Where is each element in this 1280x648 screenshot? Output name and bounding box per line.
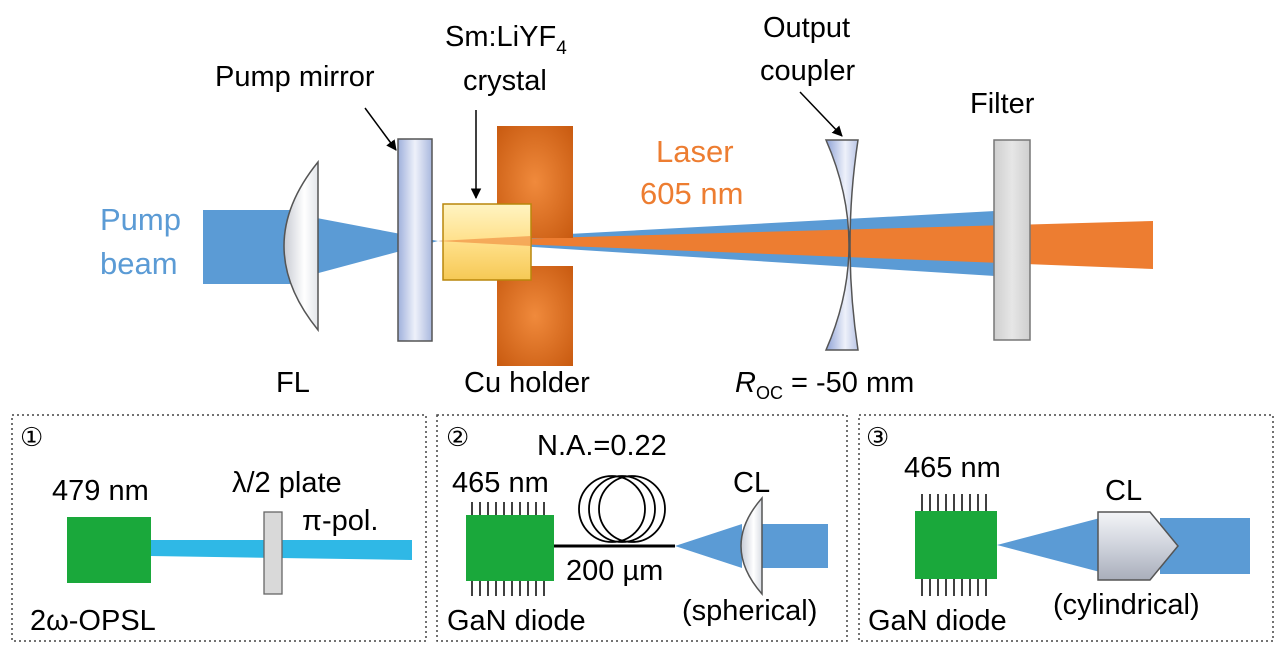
panel-2-frame [436, 414, 848, 642]
panel-3-output-cone [997, 518, 1100, 572]
cu-holder-bottom [497, 266, 573, 366]
panel-2-number: ② [446, 422, 469, 452]
roc-label: ROC = -50 mm [735, 367, 914, 403]
panel-1-source-label: 2ω-OPSL [30, 605, 156, 637]
panel-2-source-label: GaN diode [447, 605, 586, 637]
panel-1-wavelength: 479 nm [52, 475, 149, 507]
roc-symbol: R [735, 367, 756, 399]
pump-beam-label-line2: beam [100, 246, 178, 281]
panel-3-wavelength: 465 nm [904, 452, 1001, 484]
output-coupler [824, 139, 859, 351]
filter-label: Filter [970, 88, 1035, 120]
panel-1-frame [11, 414, 427, 642]
main-setup: Pump beam FL Pump mirror Sm:LiYF4 crysta… [100, 12, 1153, 403]
laser-beam [438, 221, 1153, 269]
focusing-lens [283, 159, 319, 333]
panel-3-number: ③ [866, 422, 889, 452]
panel-1-number: ① [20, 422, 43, 452]
pump-mirror [397, 138, 433, 342]
cu-holder-label: Cu holder [464, 367, 590, 399]
panel-2-fiber-label: 200 µm [566, 555, 663, 587]
pump-beam-label-line1: Pump [100, 202, 181, 237]
panel-1-opsl-source [67, 517, 151, 583]
panel-1-pol-label: π-pol. [302, 505, 378, 537]
panel-3-frame [858, 414, 1274, 642]
crystal-label-main: Sm:LiYF [445, 21, 556, 53]
pump-beam-focus-cone [285, 212, 438, 282]
panel-1-plate-label: λ/2 plate [232, 467, 342, 499]
crystal-label-line2: crystal [463, 65, 547, 97]
fl-label: FL [276, 367, 310, 399]
laser-label-line2: 605 nm [640, 176, 743, 211]
panel-3-source-label: GaN diode [868, 605, 1007, 637]
panel-2: ② N.A.=0.22 465 nm CL 20 [436, 414, 848, 642]
panel-1-half-wave-plate [263, 511, 283, 595]
roc-subscript: OC [756, 383, 783, 403]
panel-2-collimated-beam [752, 524, 828, 568]
panel-3-gan-diode [915, 511, 997, 579]
panel-3-lens-label: CL [1105, 475, 1142, 507]
panel-3: ③ 465 nm CL GaN diode (cylindrical) [858, 414, 1274, 642]
panel-2-gan-diode [466, 515, 554, 581]
crystal-label-line1: Sm:LiYF4 [445, 21, 567, 59]
panel-2-lens-type: (spherical) [682, 595, 817, 627]
panel-1: ① 479 nm λ/2 plate π-pol. 2ω-OPSL [11, 414, 427, 642]
panel-2-lens-label: CL [733, 467, 770, 499]
panel-3-diode-pins [921, 494, 987, 596]
crystal-beam-overlay [438, 236, 531, 246]
panel-3-lens-type: (cylindrical) [1053, 589, 1200, 621]
panel-2-fiber-coil [578, 475, 666, 543]
panel-2-na-label: N.A.=0.22 [537, 430, 667, 462]
panel-2-diode-pins [471, 502, 545, 596]
panel-2-output-cone [675, 524, 742, 568]
pump-beam-incoming [203, 210, 293, 284]
output-coupler-arrow [799, 91, 843, 137]
panel-2-spherical-lens [740, 496, 763, 596]
panel-3-cylindrical-lens [1097, 511, 1179, 581]
laser-label-line1: Laser [656, 134, 734, 169]
crystal-label-subscript: 4 [556, 38, 567, 59]
panel-2-wavelength: 465 nm [452, 467, 549, 499]
filter [993, 139, 1031, 341]
pump-mirror-arrow [364, 107, 397, 151]
pump-mirror-label: Pump mirror [215, 61, 375, 93]
output-coupler-label-line1: Output [763, 12, 850, 44]
output-coupler-label-line2: coupler [760, 55, 855, 87]
roc-value: = -50 mm [783, 367, 914, 399]
